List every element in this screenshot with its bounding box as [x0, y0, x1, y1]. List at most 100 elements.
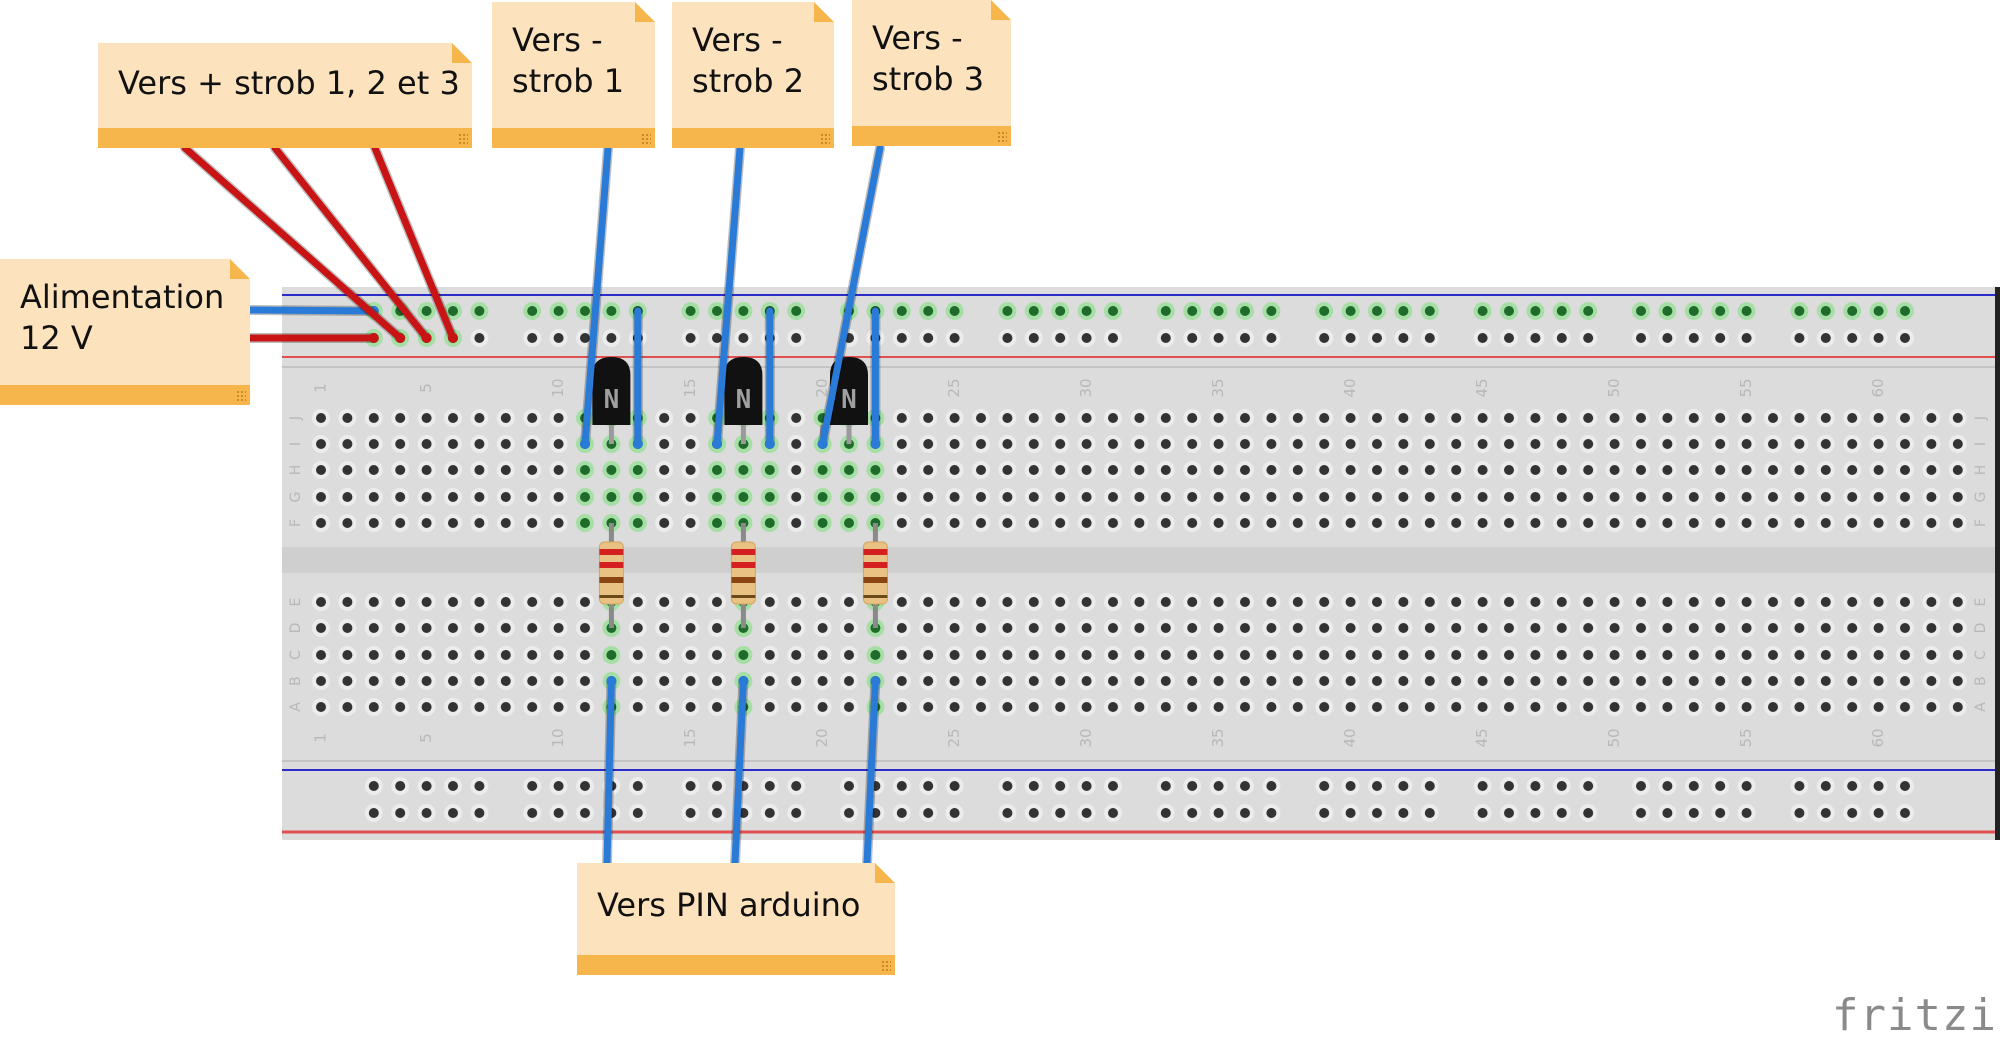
- grid-hole[interactable]: [896, 439, 907, 449]
- grid-hole[interactable]: [1636, 518, 1646, 528]
- grid-hole[interactable]: [1583, 413, 1594, 423]
- rail-hole[interactable]: [1688, 306, 1699, 316]
- grid-hole[interactable]: [1160, 676, 1171, 686]
- grid-hole[interactable]: [1504, 492, 1514, 502]
- grid-hole[interactable]: [1240, 518, 1250, 528]
- grid-hole[interactable]: [316, 518, 326, 528]
- grid-hole[interactable]: [1688, 623, 1699, 633]
- grid-hole[interactable]: [1847, 439, 1858, 449]
- resize-grip-icon[interactable]: [458, 133, 468, 145]
- grid-hole[interactable]: [448, 676, 458, 686]
- grid-hole[interactable]: [1451, 492, 1462, 502]
- grid-hole[interactable]: [1662, 623, 1673, 633]
- rail-hole[interactable]: [474, 306, 485, 316]
- grid-hole[interactable]: [527, 439, 538, 449]
- rail-hole[interactable]: [1372, 781, 1382, 791]
- grid-hole[interactable]: [791, 676, 802, 686]
- grid-hole[interactable]: [606, 650, 617, 660]
- grid-hole[interactable]: [1134, 623, 1145, 633]
- grid-hole[interactable]: [316, 650, 326, 660]
- grid-hole[interactable]: [1292, 465, 1303, 475]
- grid-hole[interactable]: [685, 650, 696, 660]
- grid-hole[interactable]: [1028, 623, 1039, 633]
- grid-hole[interactable]: [342, 650, 353, 660]
- grid-hole[interactable]: [1952, 650, 1963, 660]
- rail-hole[interactable]: [1398, 781, 1409, 791]
- rail-hole[interactable]: [1820, 808, 1831, 818]
- rail-hole[interactable]: [896, 781, 907, 791]
- grid-hole[interactable]: [896, 702, 907, 712]
- grid-hole[interactable]: [1319, 492, 1330, 502]
- rail-hole[interactable]: [1187, 781, 1198, 791]
- rail-hole[interactable]: [1477, 333, 1488, 343]
- rail-hole[interactable]: [1873, 306, 1884, 316]
- grid-hole[interactable]: [606, 465, 617, 475]
- rail-hole[interactable]: [1424, 306, 1435, 316]
- grid-hole[interactable]: [1372, 623, 1382, 633]
- grid-hole[interactable]: [448, 439, 458, 449]
- grid-hole[interactable]: [395, 518, 406, 528]
- grid-hole[interactable]: [1477, 439, 1488, 449]
- grid-hole[interactable]: [1741, 702, 1752, 712]
- grid-hole[interactable]: [421, 597, 432, 607]
- grid-hole[interactable]: [1055, 439, 1066, 449]
- grid-hole[interactable]: [553, 623, 564, 633]
- grid-hole[interactable]: [527, 676, 538, 686]
- grid-hole[interactable]: [1715, 518, 1726, 528]
- grid-hole[interactable]: [1715, 702, 1726, 712]
- note-arduino[interactable]: Vers PIN arduino: [577, 863, 895, 975]
- grid-hole[interactable]: [659, 597, 670, 607]
- rail-hole[interactable]: [1715, 333, 1726, 343]
- rail-hole[interactable]: [896, 333, 907, 343]
- grid-hole[interactable]: [817, 465, 828, 475]
- grid-hole[interactable]: [1055, 676, 1066, 686]
- grid-hole[interactable]: [1504, 439, 1514, 449]
- grid-hole[interactable]: [580, 623, 590, 633]
- grid-hole[interactable]: [1187, 465, 1198, 475]
- grid-hole[interactable]: [448, 702, 458, 712]
- grid-hole[interactable]: [1504, 518, 1514, 528]
- rail-hole[interactable]: [1504, 808, 1514, 818]
- grid-hole[interactable]: [1926, 492, 1937, 502]
- grid-hole[interactable]: [1372, 650, 1382, 660]
- grid-hole[interactable]: [474, 702, 485, 712]
- rail-hole[interactable]: [1715, 808, 1726, 818]
- grid-hole[interactable]: [844, 597, 854, 607]
- rail-hole[interactable]: [1213, 808, 1224, 818]
- grid-hole[interactable]: [1609, 597, 1620, 607]
- grid-hole[interactable]: [1688, 518, 1699, 528]
- grid-hole[interactable]: [1345, 623, 1356, 633]
- grid-hole[interactable]: [1794, 439, 1805, 449]
- grid-hole[interactable]: [1609, 676, 1620, 686]
- rail-hole[interactable]: [1847, 808, 1858, 818]
- grid-hole[interactable]: [1398, 702, 1409, 712]
- grid-hole[interactable]: [1741, 465, 1752, 475]
- grid-hole[interactable]: [1372, 702, 1382, 712]
- grid-hole[interactable]: [448, 465, 458, 475]
- wire-arduino-pin-3[interactable]: [863, 677, 879, 867]
- grid-hole[interactable]: [342, 702, 353, 712]
- rail-hole[interactable]: [474, 333, 485, 343]
- grid-hole[interactable]: [870, 650, 881, 660]
- grid-hole[interactable]: [1504, 413, 1514, 423]
- grid-hole[interactable]: [1926, 439, 1937, 449]
- grid-hole[interactable]: [1556, 650, 1567, 660]
- grid-hole[interactable]: [1398, 676, 1409, 686]
- grid-hole[interactable]: [1477, 465, 1488, 475]
- rail-hole[interactable]: [632, 808, 643, 818]
- grid-hole[interactable]: [1873, 492, 1884, 502]
- rail-hole[interactable]: [368, 781, 379, 791]
- rail-hole[interactable]: [1160, 808, 1171, 818]
- grid-hole[interactable]: [342, 676, 353, 686]
- grid-hole[interactable]: [448, 597, 458, 607]
- grid-hole[interactable]: [764, 597, 775, 607]
- grid-hole[interactable]: [1266, 439, 1277, 449]
- grid-hole[interactable]: [1240, 439, 1250, 449]
- rail-hole[interactable]: [1081, 808, 1092, 818]
- grid-hole[interactable]: [368, 413, 379, 423]
- grid-hole[interactable]: [1900, 623, 1910, 633]
- rail-hole[interactable]: [1028, 808, 1039, 818]
- rail-hole[interactable]: [1108, 306, 1118, 316]
- grid-hole[interactable]: [1345, 597, 1356, 607]
- resize-grip-icon[interactable]: [641, 133, 651, 145]
